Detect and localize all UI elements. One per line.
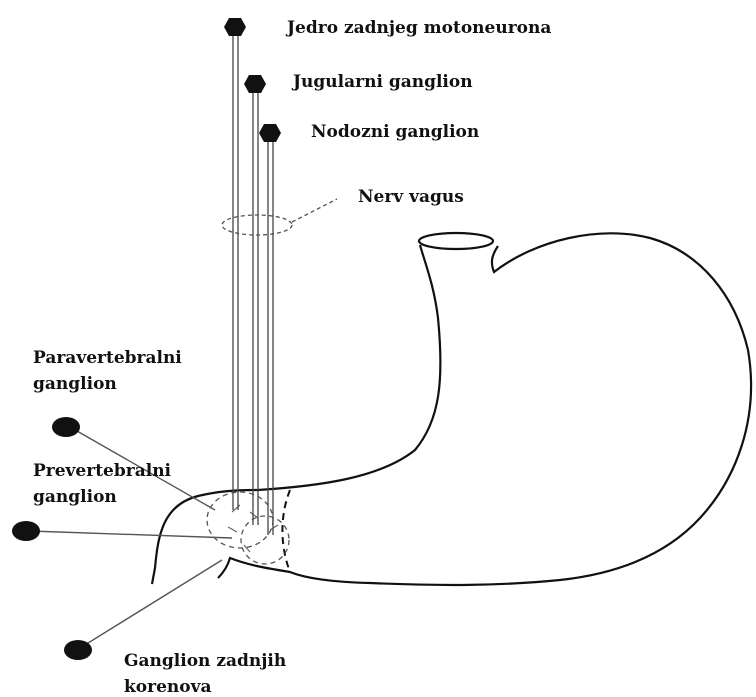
prevertebralni-fibre — [30, 531, 232, 538]
label-prevertebralni-line1: Prevertebralni — [33, 461, 172, 481]
ganglion-zr-node-icon — [64, 640, 92, 660]
nodozni-node-icon — [259, 124, 281, 142]
jugularni-node-icon — [244, 75, 266, 93]
label-paravertebralni-line2: ganglion — [33, 374, 117, 394]
label-nodozni: Nodozni ganglion — [311, 122, 479, 142]
label-jedro: Jedro zadnjeg motoneurona — [285, 18, 551, 38]
esophagus-opening — [419, 233, 493, 249]
ganglion-region-upper — [207, 492, 273, 548]
jedro-node-icon — [224, 18, 246, 36]
label-jugularni: Jugularni ganglion — [291, 72, 473, 92]
nerv-vagus-pointer — [292, 199, 337, 222]
label-ganglion-zr-line1: Ganglion zadnjih — [124, 651, 286, 671]
label-prevertebralni-line2: ganglion — [33, 487, 117, 507]
ganglion-zr-fibre — [80, 560, 222, 648]
label-ganglion-zr-line2: korenova — [124, 677, 211, 697]
vagal-fibre-nodozni — [268, 135, 273, 535]
ganglion-region-lower — [241, 516, 289, 564]
vagal-fibre-jedro — [233, 30, 238, 510]
label-nerv-vagus: Nerv vagus — [358, 187, 464, 207]
label-paravertebralni-line1: Paravertebralni — [33, 348, 182, 368]
pyloric-ring-dashed — [282, 490, 290, 572]
vagal-fibre-jugularni — [253, 85, 258, 525]
stomach-outline — [155, 233, 751, 585]
pylorus-edge — [152, 568, 155, 584]
paravertebralni-node-icon — [52, 417, 80, 437]
prevertebralni-node-icon — [12, 521, 40, 541]
